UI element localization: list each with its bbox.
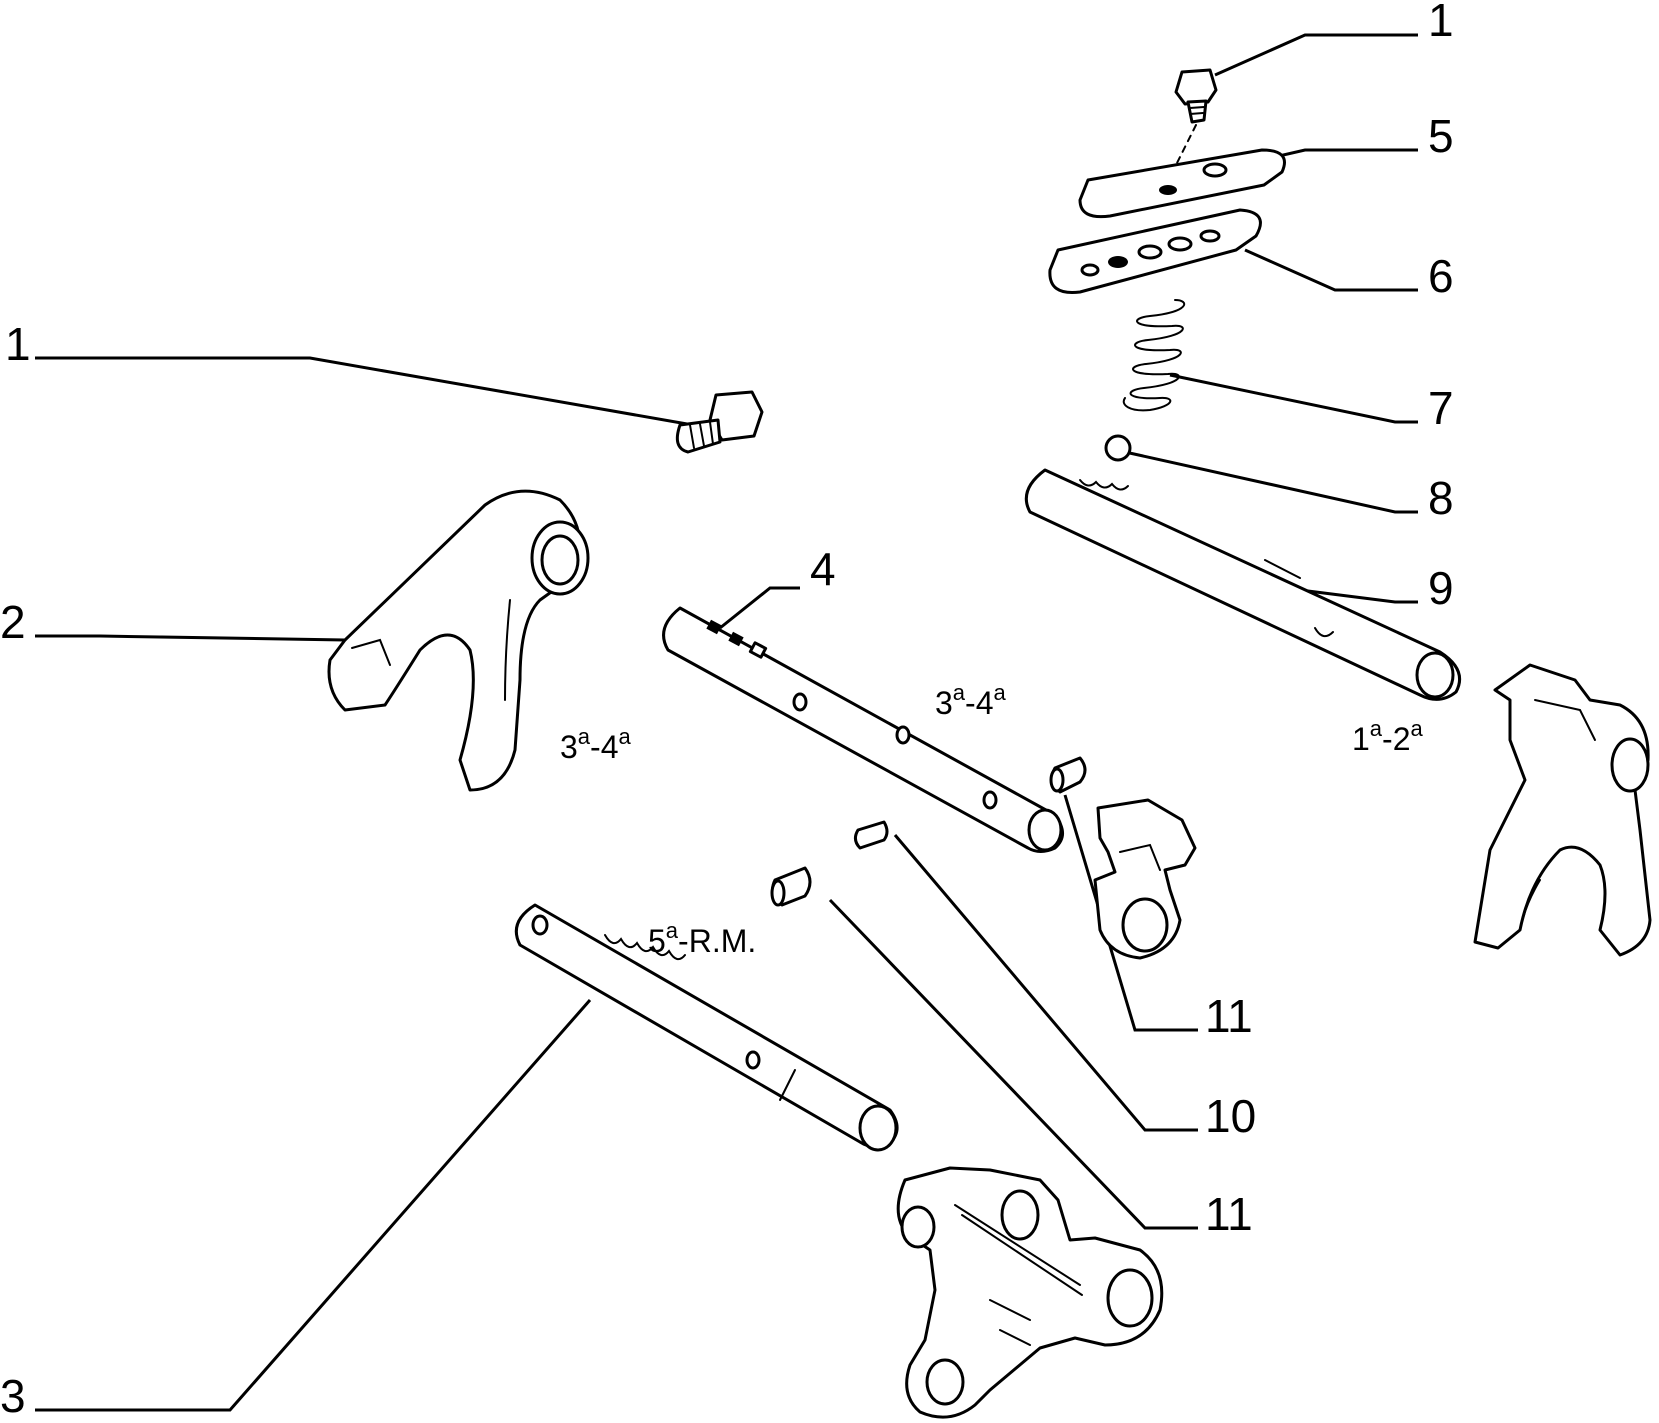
leader-7 <box>1169 373 1418 424</box>
selector-block <box>1093 798 1197 960</box>
leader-6 <box>1244 248 1418 292</box>
leader-9 <box>1299 588 1418 604</box>
shift-fork-3-4 <box>327 489 590 792</box>
screw-left <box>675 390 764 454</box>
pin-lower <box>770 866 812 907</box>
plate-lower <box>1048 208 1262 295</box>
callout-11-lower: 11 <box>1205 1188 1253 1240</box>
leader-3 <box>35 999 592 1412</box>
callout-numbers: 1 5 6 7 8 9 1 2 4 11 10 11 3 <box>0 0 1454 1422</box>
callout-1-top: 1 <box>1428 0 1454 46</box>
rod-5-rm <box>514 903 899 1152</box>
detent-ball <box>1104 434 1132 462</box>
pin-small <box>853 820 889 850</box>
callout-6: 6 <box>1428 250 1454 302</box>
gear-labels: 3a-4a 3a-4a 1a-2a 5a-R.M. <box>560 680 1424 959</box>
callout-1-left: 1 <box>5 318 31 370</box>
leader-1-left <box>35 356 711 430</box>
leader-1-top <box>1214 33 1418 77</box>
callout-10: 10 <box>1205 1090 1256 1142</box>
callout-11-upper: 11 <box>1205 990 1253 1042</box>
callout-8: 8 <box>1428 472 1454 524</box>
leader-8 <box>1124 450 1418 514</box>
leader-lines <box>35 33 1418 1412</box>
callout-3: 3 <box>0 1370 26 1422</box>
shift-fork-1-2 <box>1473 663 1652 957</box>
gear-label-fork-left: 3a-4a <box>560 724 632 765</box>
spring <box>1122 299 1186 412</box>
gear-label-rod-right: 1a-2a <box>1352 716 1424 757</box>
reverse-bracket <box>896 1166 1164 1419</box>
leader-11-lower <box>828 898 1198 1230</box>
plate-upper <box>1078 148 1286 219</box>
leader-4 <box>719 586 800 630</box>
gear-label-rod-lower: 5a-R.M. <box>648 918 756 959</box>
gear-label-rod-middle: 3a-4a <box>935 680 1007 721</box>
pin-upper <box>1049 756 1087 794</box>
callout-5: 5 <box>1428 110 1454 162</box>
callout-9: 9 <box>1428 562 1454 614</box>
callout-7: 7 <box>1428 382 1454 434</box>
callout-4: 4 <box>810 543 836 595</box>
rod-1-2 <box>1024 468 1461 701</box>
screw-top <box>1165 68 1218 186</box>
rod-3-4 <box>662 606 1064 853</box>
leader-5 <box>1269 148 1418 160</box>
leader-10 <box>893 834 1198 1132</box>
leader-2 <box>35 634 346 642</box>
leader-11-upper <box>1063 794 1198 1032</box>
callout-2: 2 <box>0 596 26 648</box>
